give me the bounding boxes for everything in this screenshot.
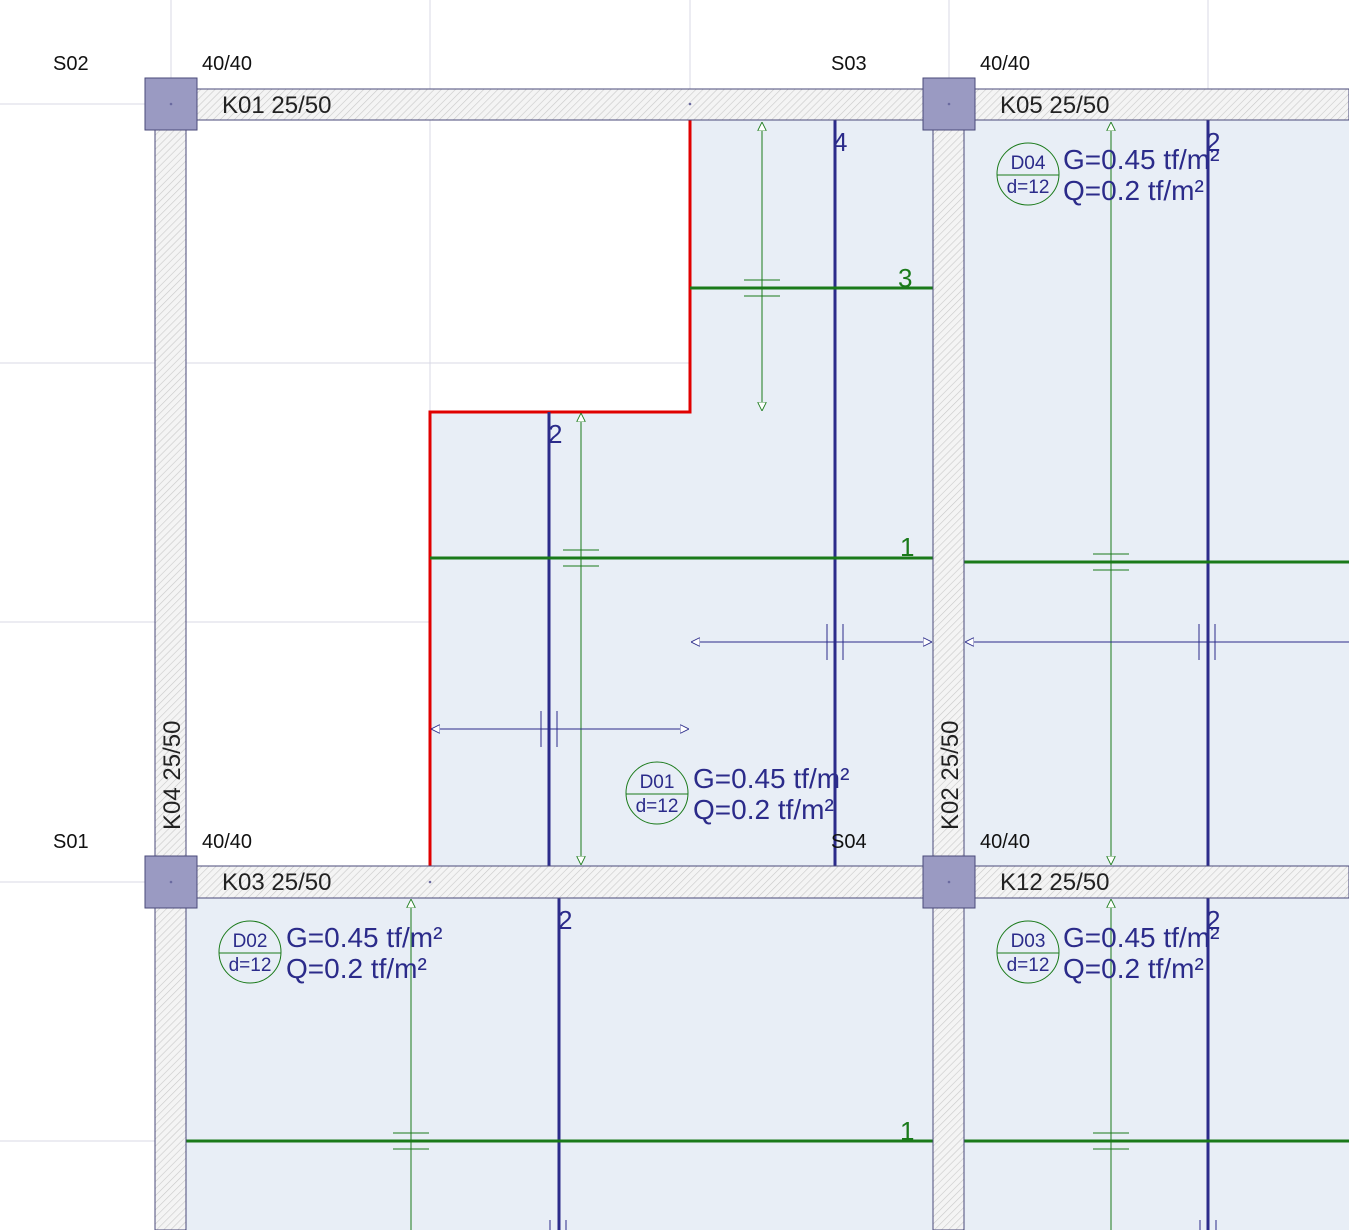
rebar-mark-2a: 2 — [548, 419, 562, 449]
column-size-s03: 40/40 — [980, 53, 1030, 75]
slab-id-d02: D02 — [233, 931, 268, 952]
beam-k01 — [170, 88, 950, 121]
slab-thickness-d04: d=12 — [1007, 177, 1050, 198]
slab-tag-d03: D03 d=12 G=0.45 tf/m² Q=0.2 tf/m² — [996, 920, 1219, 984]
beam-k03 — [170, 865, 950, 899]
slab-g-d03: G=0.45 tf/m² — [1063, 922, 1219, 953]
slab-q-d03: Q=0.2 tf/m² — [1063, 953, 1204, 984]
beam-k12 — [948, 865, 1349, 899]
column-name-s02: S02 — [53, 53, 89, 75]
slab-tag-d04: D04 d=12 G=0.45 tf/m² Q=0.2 tf/m² — [996, 142, 1219, 206]
rebar-green — [186, 286, 1349, 1143]
beam-label-k12: K12 25/50 — [1000, 869, 1109, 896]
column-labels: S02 40/40 S03 40/40 S01 40/40 S04 40/40 — [53, 53, 1030, 853]
slab-tag-d02: D02 d=12 G=0.45 tf/m² Q=0.2 tf/m² — [218, 920, 442, 984]
rebar-blue — [547, 120, 1210, 1230]
slab-thickness-d03: d=12 — [1007, 955, 1050, 976]
slab-d04-area — [964, 120, 1349, 866]
beam-labels: K01 25/50 K05 25/50 K03 25/50 K12 25/50 … — [159, 92, 1109, 896]
slab-g-d01: G=0.45 tf/m² — [693, 763, 849, 794]
slab-q-d01: Q=0.2 tf/m² — [693, 794, 834, 825]
slab-thickness-d01: d=12 — [636, 796, 679, 817]
rebar-marks: 4 2 2 2 2 3 1 1 — [548, 127, 1220, 1146]
slab-d01-area — [430, 120, 933, 866]
beam-k05 — [948, 88, 1349, 121]
beams — [154, 88, 1349, 1230]
column-size-s01: 40/40 — [202, 831, 252, 853]
span-arrows-vertical — [393, 123, 1129, 1230]
rebar-mark-2c: 2 — [558, 905, 572, 935]
column-size-s04: 40/40 — [980, 831, 1030, 853]
column-s02 — [144, 77, 198, 131]
opening-outline — [428, 120, 692, 866]
beam-label-k04: K04 25/50 — [159, 721, 186, 830]
rebar-mark-2d: 2 — [1206, 905, 1220, 935]
beam-label-k01: K01 25/50 — [222, 92, 331, 119]
columns — [144, 77, 976, 909]
column-centers — [169, 102, 951, 884]
span-arrows-horizontal — [432, 624, 1349, 1230]
slab-thickness-d02: d=12 — [229, 955, 272, 976]
slab-g-d04: G=0.45 tf/m² — [1063, 144, 1219, 175]
rebar-mark-4: 4 — [833, 127, 847, 157]
rebar-mark-1b: 1 — [900, 1116, 914, 1146]
slab-g-d02: G=0.45 tf/m² — [286, 922, 442, 953]
slab-id-d03: D03 — [1011, 931, 1046, 952]
rebar-mark-1a: 1 — [900, 532, 914, 562]
slab-id-d01: D01 — [640, 772, 675, 793]
slab-q-d04: Q=0.2 tf/m² — [1063, 175, 1204, 206]
column-name-s04: S04 — [831, 831, 867, 853]
beam-label-k05: K05 25/50 — [1000, 92, 1109, 119]
rebar-mark-3: 3 — [898, 263, 912, 293]
column-size-s02: 40/40 — [202, 53, 252, 75]
slab-tag-d01: D01 d=12 G=0.45 tf/m² Q=0.2 tf/m² — [625, 761, 849, 825]
column-name-s03: S03 — [831, 53, 867, 75]
beam-k04 — [154, 103, 187, 1230]
slab-id-d04: D04 — [1011, 153, 1046, 174]
column-name-s01: S01 — [53, 831, 89, 853]
rebar-mark-2b: 2 — [1206, 127, 1220, 157]
beam-label-k03: K03 25/50 — [222, 869, 331, 896]
beam-k02 — [932, 103, 965, 1230]
beam-label-k02: K02 25/50 — [937, 721, 964, 830]
slab-q-d02: Q=0.2 tf/m² — [286, 953, 427, 984]
